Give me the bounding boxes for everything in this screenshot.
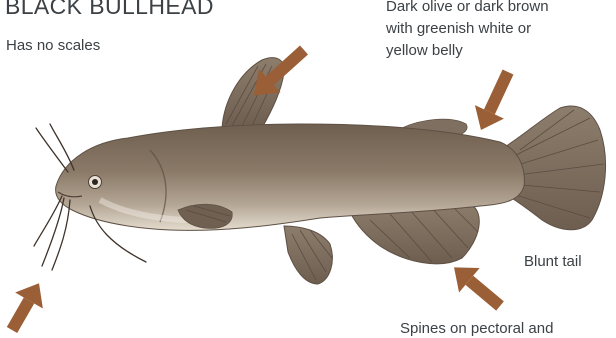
- page-title: BLACK BULLHEAD: [5, 0, 214, 20]
- label-colour-line: with greenish white or: [386, 18, 549, 40]
- label-colour-line: Dark olive or dark brown: [386, 0, 549, 18]
- label-colour: Dark olive or dark brown with greenish w…: [386, 0, 549, 62]
- label-colour-line: yellow belly: [386, 40, 549, 62]
- label-spines: Spines on pectoral and: [400, 318, 553, 338]
- arrow-icon: [444, 255, 511, 318]
- arrow-icon: [0, 275, 53, 338]
- label-no-scales: Has no scales: [6, 35, 100, 57]
- fish-eye: [89, 176, 102, 189]
- pelvic-fin: [284, 226, 332, 284]
- arrow-icon: [466, 65, 522, 137]
- label-blunt-tail: Blunt tail: [524, 251, 582, 273]
